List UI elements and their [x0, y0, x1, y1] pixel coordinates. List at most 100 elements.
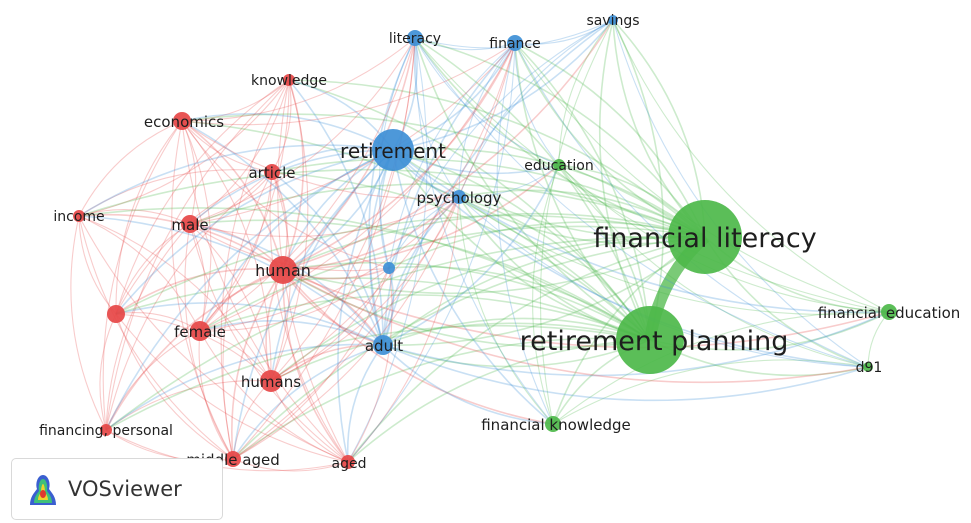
- edge-income-unlabeled-red: [78, 215, 117, 315]
- edge-middle-aged-finance: [232, 42, 516, 460]
- edge-savings-unlabeled-blue: [388, 19, 614, 269]
- node-article[interactable]: [264, 164, 280, 180]
- edge-economics-psychology: [181, 120, 460, 199]
- edge-adult-income: [78, 215, 384, 346]
- edge-d91-financial-knowledge: [552, 359, 869, 425]
- edge-retirement-aged: [337, 149, 394, 463]
- edge-knowledge-financing-personal: [105, 79, 290, 431]
- edge-financial-education-financial-knowledge: [552, 311, 890, 425]
- edge-male-aged: [189, 223, 349, 463]
- edge-middle-aged-aged: [232, 458, 349, 472]
- edge-adult-unlabeled-red: [115, 302, 384, 346]
- edge-humans-literacy: [270, 37, 416, 382]
- edge-retirement-planning-male: [189, 219, 651, 341]
- edge-male-economics: [181, 120, 197, 225]
- edge-psychology-education: [458, 164, 560, 198]
- node-d91[interactable]: [863, 362, 873, 372]
- edge-financial-literacy-unlabeled-blue: [388, 221, 706, 269]
- vosviewer-logo-icon: [30, 475, 56, 505]
- edge-finance-financial-knowledge: [496, 42, 554, 425]
- node-label-income: income: [53, 209, 104, 225]
- node-education[interactable]: [553, 159, 565, 171]
- edge-income-financing-personal: [70, 215, 107, 431]
- edge-economics-unlabeled-red: [115, 120, 183, 315]
- edge-savings-financial-knowledge: [539, 19, 614, 425]
- edge-human-financial-education: [282, 269, 890, 349]
- edge-female-finance: [199, 42, 516, 332]
- node-literacy[interactable]: [407, 30, 423, 46]
- edge-literacy-adult: [368, 37, 416, 346]
- edge-retirement-unlabeled-red: [115, 149, 394, 315]
- edge-literacy-financial-education: [414, 37, 890, 313]
- node-psychology[interactable]: [452, 190, 466, 204]
- edge-human-financial-literacy: [282, 236, 706, 295]
- edge-adult-economics: [181, 120, 384, 346]
- edge-article-middle-aged: [222, 171, 273, 460]
- edge-adult-financial-education: [382, 311, 890, 377]
- node-label-knowledge: knowledge: [251, 73, 327, 89]
- node-label-human: human: [255, 261, 311, 280]
- node-knowledge[interactable]: [283, 74, 295, 86]
- edge-unlabeled-red-financing-personal: [99, 313, 117, 431]
- edge-adult-human: [282, 269, 384, 346]
- edge-financial-literacy-female: [199, 225, 706, 332]
- edge-financial-literacy-middle-aged: [232, 236, 706, 460]
- edge-human-knowledge: [282, 79, 305, 271]
- vosviewer-badge[interactable]: VOSviewer: [11, 458, 223, 520]
- edge-financial-literacy-economics: [181, 113, 706, 238]
- node-female[interactable]: [190, 321, 210, 341]
- edge-human-savings: [282, 19, 614, 271]
- edge-human-financial-knowledge: [282, 269, 554, 425]
- edge-economics-aged: [181, 120, 349, 463]
- edge-human-financing-personal: [105, 269, 284, 431]
- edge-knowledge-unlabeled-red: [115, 79, 290, 315]
- node-male[interactable]: [181, 215, 199, 233]
- node-label-article: article: [248, 164, 295, 182]
- node-aged[interactable]: [341, 455, 355, 469]
- edge-psychology-unlabeled-blue: [388, 196, 460, 269]
- edge-adult-education: [382, 164, 560, 346]
- node-financial-literacy[interactable]: [668, 200, 742, 274]
- edge-female-knowledge: [199, 79, 290, 332]
- edge-unlabeled-red-middle-aged: [115, 313, 234, 460]
- edge-financial-literacy-humans: [270, 235, 706, 382]
- node-savings[interactable]: [608, 15, 618, 25]
- edge-savings-adult: [382, 19, 614, 346]
- edge-adult-retirement-planning: [382, 339, 651, 368]
- node-economics[interactable]: [173, 112, 191, 130]
- node-retirement-planning[interactable]: [616, 306, 684, 374]
- edge-psychology-financial-education: [458, 196, 890, 316]
- edge-retirement-income: [78, 144, 394, 217]
- edge-female-article: [199, 171, 273, 332]
- node-income[interactable]: [73, 210, 85, 222]
- node-financing-personal[interactable]: [100, 424, 112, 436]
- node-unlabeled-red[interactable]: [107, 305, 125, 323]
- edge-humans-aged: [270, 380, 349, 463]
- edge-male-article: [189, 171, 273, 225]
- edge-financing-personal-aged: [105, 429, 349, 472]
- edge-finance-savings: [514, 19, 614, 45]
- node-financial-education[interactable]: [881, 304, 897, 320]
- edge-retirement-female: [199, 149, 394, 332]
- edge-humans-psychology: [270, 196, 460, 382]
- node-unlabeled-blue[interactable]: [383, 262, 395, 274]
- edge-unlabeled-red-aged: [115, 313, 349, 463]
- edge-humans-financing-personal: [105, 380, 272, 431]
- node-finance[interactable]: [507, 35, 523, 51]
- node-label-economics: economics: [144, 113, 224, 131]
- edge-retirement-economics: [181, 112, 394, 151]
- node-human[interactable]: [269, 256, 297, 284]
- node-middle-aged[interactable]: [225, 451, 241, 467]
- node-retirement[interactable]: [372, 129, 414, 171]
- edge-male-unlabeled-red: [115, 223, 191, 315]
- node-humans[interactable]: [260, 370, 282, 392]
- edge-male-knowledge: [189, 79, 290, 225]
- edge-retirement-planning-middle-aged: [232, 337, 651, 460]
- node-financial-knowledge[interactable]: [545, 416, 561, 432]
- edge-retirement-adult: [369, 149, 394, 346]
- edge-human-aged: [282, 269, 349, 463]
- node-adult[interactable]: [373, 335, 393, 355]
- edge-male-income: [78, 209, 191, 225]
- edge-retirement-financial-literacy: [392, 149, 706, 240]
